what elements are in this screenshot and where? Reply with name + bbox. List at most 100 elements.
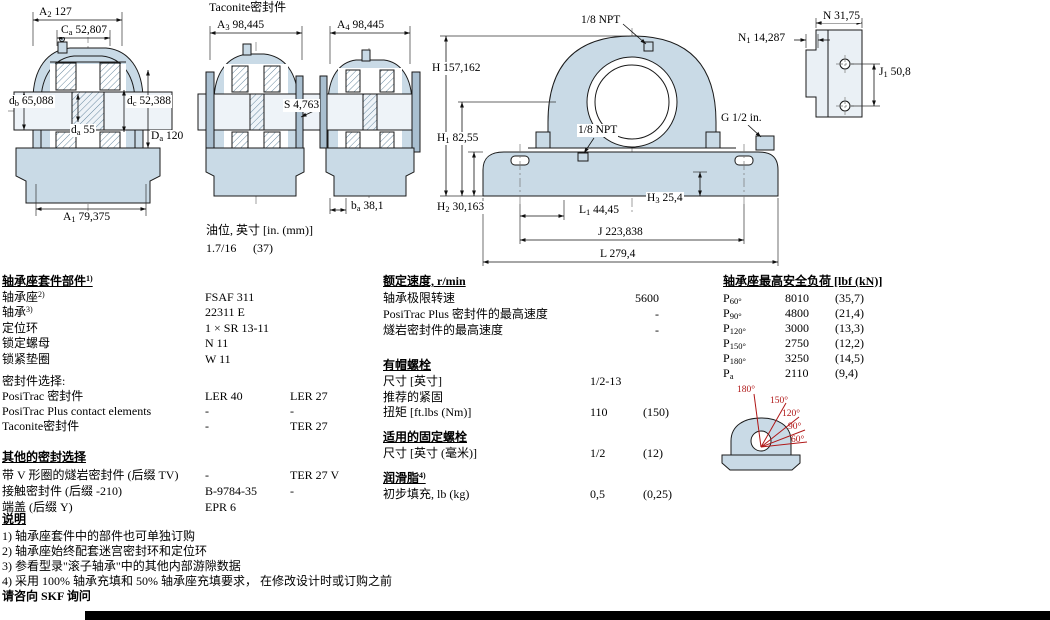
end-cover-drawing xyxy=(794,18,880,118)
dim-npt-mid-label: 1/8 NPT xyxy=(577,124,619,137)
value: 1/2 xyxy=(590,446,606,460)
value: (9,4) xyxy=(835,366,858,380)
value: (21,4) xyxy=(835,306,864,320)
dim-ba-label: ba 38,1 xyxy=(350,200,385,213)
cap-bolt-torque: 扭矩 [ft.lbs (Nm)]110(150) xyxy=(383,405,669,419)
value: 1 × SR 13-11 xyxy=(205,321,269,335)
value: - xyxy=(655,307,659,321)
value: 3000 xyxy=(785,321,809,335)
load-row-120: P120°3000(13,3) xyxy=(723,321,864,336)
value: TER 27 xyxy=(290,419,328,433)
other-row-tv: 带 V 形圈的燧岩密封件 (后缀 TV)-TER 27 V xyxy=(2,468,340,482)
value: - xyxy=(290,404,294,418)
load-angle-180: 180° xyxy=(737,385,756,395)
value: 2750 xyxy=(785,336,809,350)
value: (0,25) xyxy=(643,487,672,501)
load-angle-120: 120° xyxy=(782,409,801,419)
value: 5600 xyxy=(635,291,659,305)
seal-row-taconite: Taconite密封件-TER 27 xyxy=(2,419,328,433)
value: 1/2-13 xyxy=(590,374,622,388)
value: 0,5 xyxy=(590,487,605,501)
dim-A3-label: A3 98,445 xyxy=(216,19,266,32)
load-row-150: P150°2750(12,2) xyxy=(723,336,864,351)
dim-H2-label: H2 30,163 xyxy=(436,201,486,214)
value: 8010 xyxy=(785,291,809,305)
load-row-90: P90°4800(21,4) xyxy=(723,306,864,321)
load-angle-90: 90° xyxy=(788,422,802,432)
grease-fill: 初步填充, lb (kg)0,5(0,25) xyxy=(383,487,672,501)
value: 3250 xyxy=(785,351,809,365)
dim-N-label: N 31,75 xyxy=(822,10,862,23)
dim-npt-top-label: 1/8 NPT xyxy=(580,14,622,27)
dim-A4-label: A4 98,445 xyxy=(336,19,386,32)
grease-header: 润滑脂4) xyxy=(383,471,426,485)
dim-L1-label: L1 44,45 xyxy=(578,204,621,217)
dim-Ca-label: Ca 52,807 xyxy=(60,24,108,37)
parts-header: 轴承座套件部件1) xyxy=(2,274,93,288)
value: (12,2) xyxy=(835,336,864,350)
dim-J1-label: J1 50,8 xyxy=(878,66,912,79)
dim-H1-label: H1 82,55 xyxy=(436,132,480,145)
value: EPR 6 xyxy=(205,500,237,514)
value: FSAF 311 xyxy=(205,290,255,304)
dim-L-label: L 279,4 xyxy=(599,248,637,261)
speed-row-positrac-plus: PosiTrac Plus 密封件的最高速度- xyxy=(383,307,659,321)
value: - xyxy=(205,468,209,482)
dim-S-label: S 4,763 xyxy=(283,99,321,112)
dim-Da-label: Da 120 xyxy=(150,130,185,143)
value: - xyxy=(655,323,659,337)
load-header: 轴承座最高安全负荷 [lbf (kN)] xyxy=(723,274,883,288)
parts-row-housing: 轴承座2)FSAF 311 xyxy=(2,290,255,304)
dim-db-label: db 65,088 xyxy=(8,95,55,108)
notes-header: 说明 xyxy=(2,512,27,526)
dim-dc-label: dc 52,388 xyxy=(126,95,173,108)
load-angle-60: 60° xyxy=(791,435,805,445)
seal-row-positrac-plus: PosiTrac Plus contact elements-- xyxy=(2,404,294,418)
bottom-divider-bar xyxy=(85,611,1050,620)
value: 4800 xyxy=(785,306,809,320)
value: (12) xyxy=(643,446,663,460)
value: (35,7) xyxy=(835,291,864,305)
note-3: 3)参看型录"滚子轴承"中的其他内部游隙数据 xyxy=(2,559,241,573)
other-row-y: 端盖 (后缀 Y)EPR 6 xyxy=(2,500,237,514)
load-row-180: P180°3250(14,5) xyxy=(723,351,864,366)
dim-da-label: da 55 xyxy=(70,124,96,137)
other-seals-header: 其他的密封选择 xyxy=(2,450,87,464)
value: - xyxy=(290,484,294,498)
value: W 11 xyxy=(205,352,231,366)
oil-level-value-mm: (37) xyxy=(253,241,273,255)
value: - xyxy=(205,419,209,433)
dim-A1-label: A1 79,375 xyxy=(62,211,112,224)
other-row-210: 接触密封件 (后缀 -210)B-9784-35- xyxy=(2,484,294,498)
note-1: 1)轴承座套件中的部件也可单独订购 xyxy=(2,529,196,543)
dim-H-label: H 157,162 xyxy=(431,62,482,75)
value: (13,3) xyxy=(835,321,864,335)
side-elevation-drawing xyxy=(440,23,779,266)
cap-bolt-recommended: 推荐的紧固 xyxy=(383,390,444,404)
cap-bolt-header: 有帽螺栓 xyxy=(383,358,432,372)
value: (150) xyxy=(643,405,669,419)
oil-level-value-in: 1.7/16 xyxy=(206,241,237,255)
load-row-60: P60°8010(35,7) xyxy=(723,291,864,306)
dim-A2-label: A2 127 xyxy=(38,6,73,19)
note-4: 4)采用 100% 轴承充填和 50% 轴承座充填要求， 在修改设计时或订购之前 xyxy=(2,574,392,588)
value: LER 27 xyxy=(290,389,328,403)
note-footer: 请咨向 SKF 询问 xyxy=(2,589,91,603)
value: 22311 E xyxy=(205,305,245,319)
seal-select-header: 密封件选择: xyxy=(2,374,66,388)
value: N 11 xyxy=(205,336,229,350)
value: (14,5) xyxy=(835,351,864,365)
load-direction-diagram xyxy=(721,393,808,471)
anchor-bolt-size: 尺寸 [英寸 (毫米)]1/2(12) xyxy=(383,446,663,460)
speed-row-taconite: 燧岩密封件的最高速度- xyxy=(383,323,659,337)
taconite-seal-drawing xyxy=(197,26,421,214)
cap-bolt-size: 尺寸 [英寸]1/2-13 xyxy=(383,374,622,388)
